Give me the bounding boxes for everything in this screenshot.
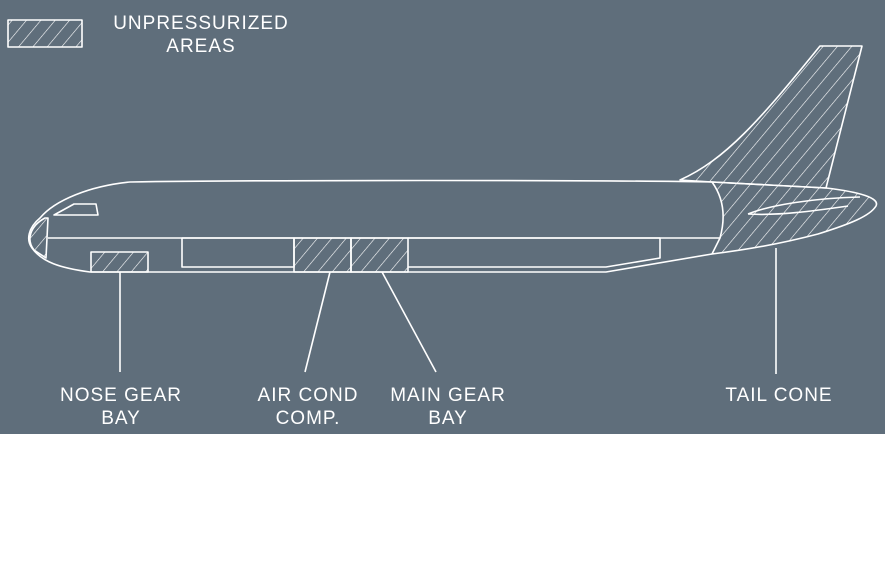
cockpit-window	[53, 203, 99, 216]
air-cond-comp-label-line2: COMP.	[275, 408, 341, 429]
main-gear-leader	[381, 271, 437, 373]
tail-cone-label: TAIL CONE	[708, 384, 850, 407]
nose-gear-bay-label: NOSE GEAR BAY	[40, 384, 202, 430]
nose-cone	[29, 217, 49, 259]
vertical-stabilizer	[679, 45, 863, 189]
air-cond-leader	[304, 271, 331, 373]
nose-gear-bay-area	[90, 251, 149, 273]
nose-gear-bay-label-line2: BAY	[101, 408, 141, 429]
air-cond-comp-label: AIR COND COMP.	[238, 384, 378, 430]
forward-cargo-hold	[181, 237, 295, 268]
main-gear-bay-area	[350, 237, 409, 273]
main-gear-bay-label: MAIN GEAR BAY	[372, 384, 524, 430]
aircraft-diagram	[7, 19, 878, 374]
tail-cone-label-line1: TAIL CONE	[725, 385, 833, 406]
aft-cargo-hold	[408, 237, 661, 268]
nose-gear-bay-label-line1: NOSE GEAR	[60, 385, 182, 406]
main-gear-bay-label-line1: MAIN GEAR	[390, 385, 506, 406]
horizontal-stabilizer	[747, 196, 861, 216]
legend-swatch	[7, 19, 83, 48]
air-cond-comp-area	[293, 237, 352, 273]
fuselage-outline	[27, 179, 713, 273]
diagram-panel: UNPRESSURIZED AREAS NOSE GEAR BAY AIR CO…	[0, 0, 885, 434]
legend-label-line2: AREAS	[166, 36, 236, 57]
legend-label: UNPRESSURIZED AREAS	[96, 12, 306, 58]
main-gear-bay-label-line2: BAY	[428, 408, 468, 429]
air-cond-comp-label-line1: AIR COND	[257, 385, 359, 406]
legend-label-line1: UNPRESSURIZED	[113, 13, 289, 34]
tail-cone-area	[711, 181, 878, 255]
